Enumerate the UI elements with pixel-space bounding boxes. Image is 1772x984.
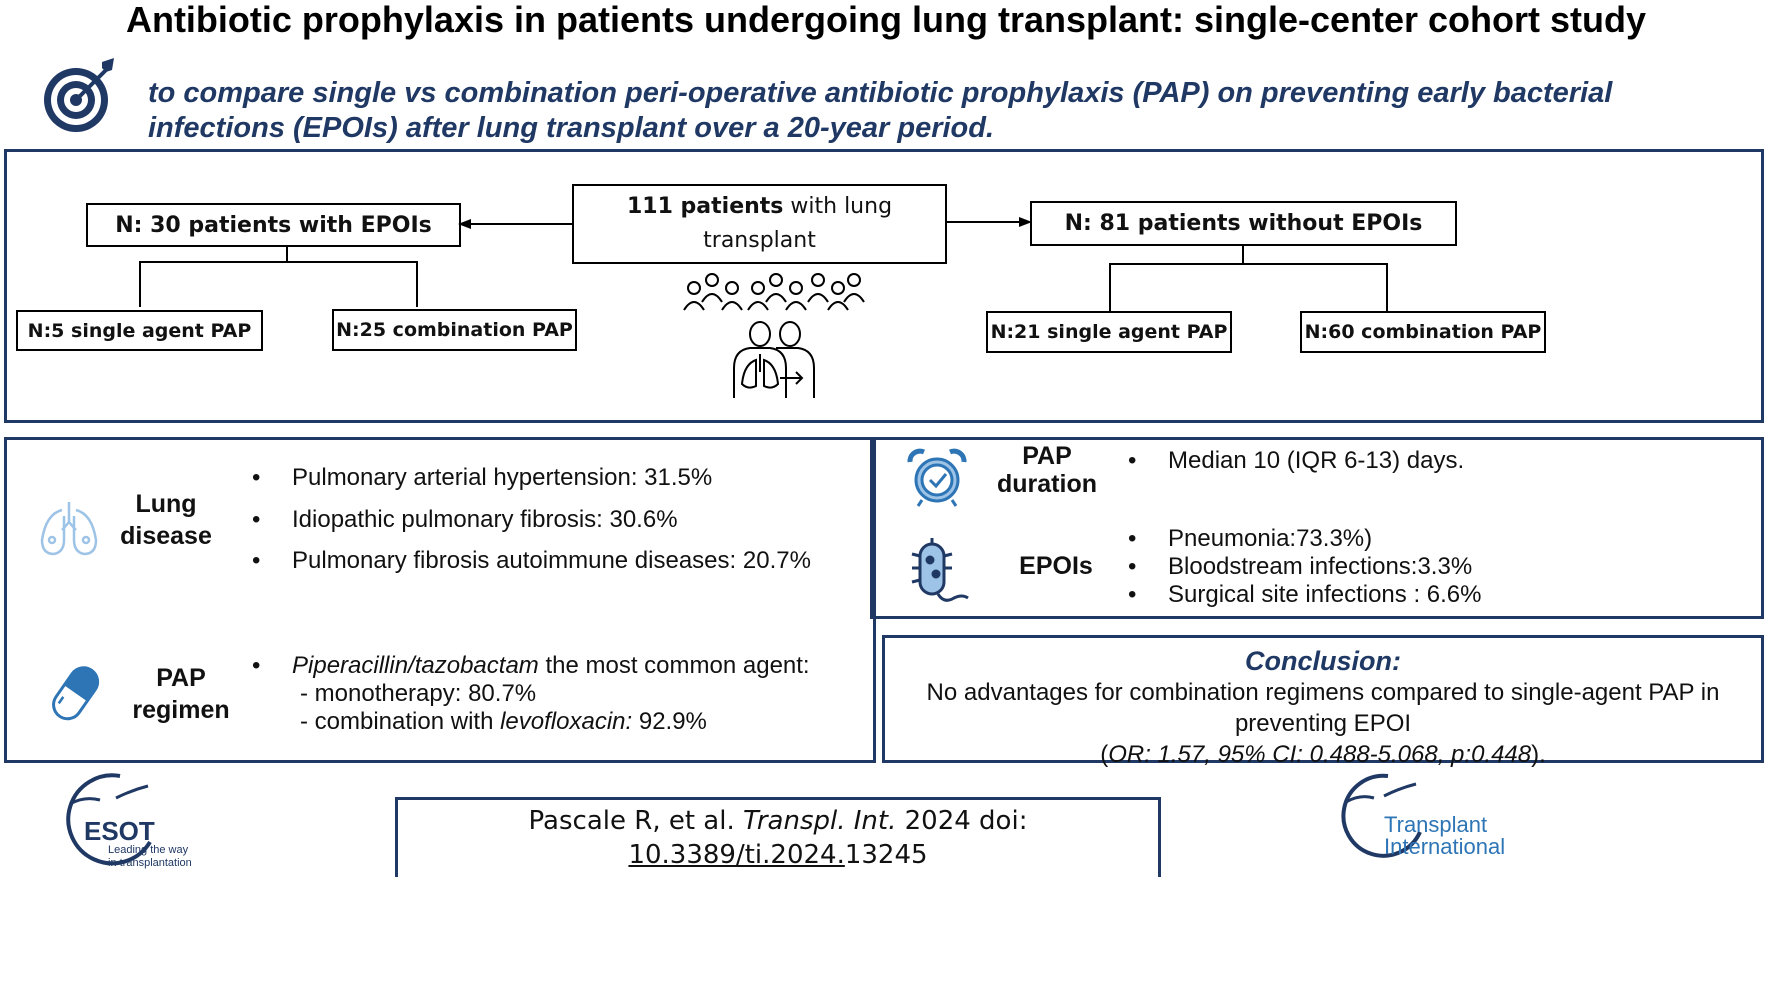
list-item: Bloodstream infections:3.3%	[1128, 553, 1748, 581]
arrow-to-with-epois	[458, 216, 574, 232]
without-epois-combination-box: N:60 combination PAP	[1300, 311, 1546, 353]
arrow-to-without-epois	[946, 214, 1032, 230]
pap-duration-heading: PAP duration	[997, 442, 1097, 498]
citation-journal: Transpl. Int.	[742, 806, 897, 836]
pap-regimen-details: • Piperacillin/tazobactam the most commo…	[252, 652, 852, 736]
lung-disease-heading: Lung disease	[120, 490, 212, 550]
without-epois-single-agent-box: N:21 single agent PAP	[986, 311, 1232, 353]
total-patients-label: with lung transplant	[703, 194, 893, 253]
connector	[139, 261, 418, 263]
stats-open: (	[1100, 741, 1109, 768]
esot-name: ESOT	[84, 816, 155, 846]
total-patients-box: 111 patients with lung transplant	[572, 184, 947, 264]
citation-year: 2024 doi:	[896, 806, 1028, 836]
citation-line: Pascale R, et al. Transpl. Int. 2024 doi…	[398, 804, 1158, 838]
with-epois-box: N: 30 patients with EPOIs	[86, 203, 461, 247]
clinical-details-panel	[4, 437, 876, 763]
pap-duration-list: Median 10 (IQR 6-13) days.	[1128, 447, 1728, 475]
monotherapy-line: - monotherapy: 80.7%	[300, 680, 537, 707]
epois-heading: EPOIs	[1019, 552, 1093, 580]
ti-name: Transplant International	[1384, 814, 1505, 858]
pap-regimen-heading: PAP regimen	[132, 664, 230, 724]
esot-logo: ESOT Leading the way in transplantation	[60, 772, 210, 872]
total-patients-count: 111 patients	[626, 194, 784, 219]
connector	[1109, 263, 1388, 265]
list-item: Pneumonia:73.3%)	[1128, 525, 1748, 553]
citation-box: Pascale R, et al. Transpl. Int. 2024 doi…	[395, 797, 1161, 877]
doi-suffix: 13245	[844, 840, 928, 870]
esot-tagline-line: Leading the way	[108, 844, 189, 856]
people-group-icon	[682, 270, 868, 314]
stats-close: ).	[1531, 741, 1546, 768]
connector	[1242, 245, 1244, 264]
list-item: Surgical site infections : 6.6%	[1128, 581, 1748, 609]
page-title: Antibiotic prophylaxis in patients under…	[125, 0, 1647, 40]
drug-note: the most common agent:	[538, 652, 810, 679]
drug-name: Piperacillin/tazobactam	[292, 652, 539, 679]
with-epois-combination-box: N:25 combination PAP	[332, 309, 577, 351]
stats-values: OR: 1.57, 95% CI: 0.488-5.068, p:0.448	[1108, 741, 1532, 768]
conclusion-title: Conclusion:	[1245, 646, 1401, 676]
combination-drug: levofloxacin:	[500, 708, 633, 735]
connector	[286, 246, 288, 262]
lung-transplant-icon	[728, 320, 820, 398]
conclusion-stats: (OR: 1.57, 95% CI: 0.488-5.068, p:0.448)…	[885, 739, 1761, 770]
study-objective: to compare single vs combination peri-op…	[148, 77, 1613, 144]
cohort-flow-panel	[4, 149, 1764, 423]
target-icon	[40, 56, 120, 136]
lungs-icon	[38, 500, 100, 558]
capsule-icon	[50, 662, 104, 724]
conclusion-text: No advantages for combination regimens c…	[926, 679, 1720, 737]
transplant-international-logo: Transplant International	[1338, 772, 1538, 862]
combination-prefix: - combination with	[300, 708, 501, 735]
citation-doi[interactable]: 10.3389/ti.2024.13245	[398, 838, 1158, 872]
list-item: Median 10 (IQR 6-13) days.	[1128, 447, 1728, 475]
conclusion-panel: Conclusion: No advantages for combinatio…	[882, 635, 1764, 768]
esot-tagline: Leading the way in transplantation	[108, 844, 192, 870]
ti-name-line: International	[1384, 834, 1506, 859]
bacterium-icon	[908, 536, 972, 608]
citation-authors: Pascale R, et al.	[528, 806, 743, 836]
combination-value: 92.9%	[632, 708, 707, 735]
pap-regimen-main: • Piperacillin/tazobactam the most commo…	[252, 652, 810, 679]
combination-line: - combination with levofloxacin: 92.9%	[252, 708, 852, 736]
list-item: Idiopathic pulmonary fibrosis: 30.6%	[252, 504, 852, 536]
connector	[1386, 263, 1388, 311]
connector	[139, 261, 141, 307]
list-item: Pulmonary fibrosis autoimmune diseases: …	[252, 545, 852, 577]
alarm-clock-icon	[906, 446, 968, 508]
with-epois-single-agent-box: N:5 single agent PAP	[16, 310, 263, 351]
connector	[416, 261, 418, 307]
list-item: Pulmonary arterial hypertension: 31.5%	[252, 462, 852, 494]
doi-link[interactable]: 10.3389/ti.2024.	[628, 840, 845, 870]
connector	[1109, 263, 1111, 311]
without-epois-box: N: 81 patients without EPOIs	[1030, 201, 1457, 246]
lung-disease-list: Pulmonary arterial hypertension: 31.5% I…	[252, 462, 852, 577]
esot-tagline-line: in transplantation	[108, 857, 192, 869]
outcomes-panel	[870, 437, 1764, 619]
epois-list: Pneumonia:73.3%) Bloodstream infections:…	[1128, 525, 1748, 609]
ti-name-line: Transplant	[1384, 812, 1488, 837]
